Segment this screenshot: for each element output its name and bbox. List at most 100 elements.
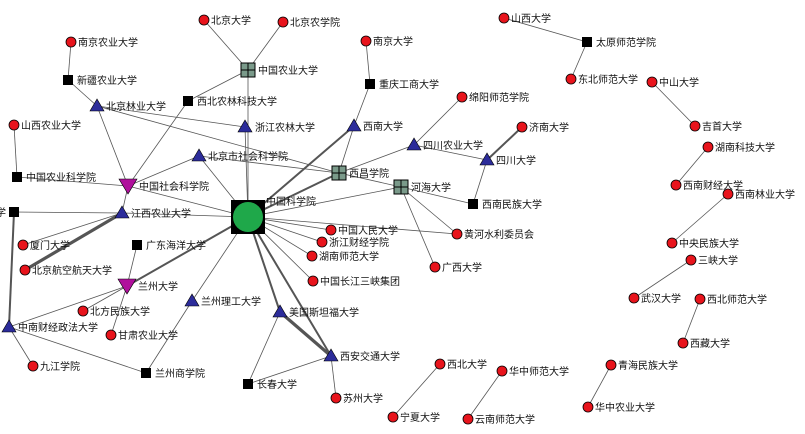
node-label: 甘肃农业大学	[118, 329, 178, 342]
node-xbnl[interactable]: 西北农林科技大学	[183, 95, 277, 108]
node-zgcj[interactable]: 中国长江三峡集团	[307, 275, 400, 288]
node-bjhk[interactable]: 北京航空航天大学	[19, 264, 112, 277]
node-xzdx[interactable]: 西藏大学	[677, 337, 730, 350]
edge-njdx-cqgs	[365, 40, 371, 85]
node-zgnky[interactable]: 中国农业科学院	[12, 171, 96, 184]
node-ynss[interactable]: 云南师范大学	[462, 413, 535, 426]
node-xcxy[interactable]: 西昌学院	[331, 165, 389, 181]
node-sxnd[interactable]: 山西农业大学	[8, 119, 81, 132]
edge-jxnd-xmdx	[22, 212, 123, 246]
triangle-node-icon	[89, 98, 105, 112]
node-bjskxy[interactable]: 北京市社会科学院	[191, 148, 288, 163]
node-bfmz[interactable]: 北方民族大学	[77, 305, 150, 318]
node-zymz[interactable]: 中央民族大学	[666, 237, 739, 250]
square-node-icon	[141, 368, 151, 378]
node-cqgs[interactable]: 重庆工商大学	[365, 78, 439, 91]
node-njdx[interactable]: 南京大学	[360, 35, 413, 48]
node-xjnd[interactable]: 新疆农业大学	[63, 74, 137, 87]
edge-hhdx-gxdx	[400, 186, 436, 268]
node-zgny[interactable]: 中国农业大学	[240, 62, 318, 78]
node-label: 兰州理工大学	[201, 295, 261, 308]
node-label: 北京大学	[211, 14, 251, 27]
node-zjnl[interactable]: 浙江农林大学	[237, 119, 315, 134]
node-szdx[interactable]: 苏州大学	[330, 392, 383, 405]
node-gsnd[interactable]: 甘肃农业大学	[105, 329, 178, 342]
node-xnmz[interactable]: 西南民族大学	[468, 198, 542, 211]
node-zsdx[interactable]: 中山大学	[646, 76, 699, 89]
node-label: 武汉大学	[641, 292, 681, 305]
edge-zgsky-bjskxy	[127, 155, 200, 187]
node-label: 西藏大学	[690, 337, 730, 350]
node-scdx[interactable]: 四川大学	[479, 152, 536, 167]
node-bjnxy[interactable]: 北京农学院	[277, 16, 340, 29]
node-jjxy[interactable]: 九江学院	[27, 360, 80, 373]
node-whdx[interactable]: 武汉大学	[628, 292, 681, 305]
node-label: 中山大学	[659, 76, 699, 89]
node-sxdx[interactable]: 山西大学	[498, 12, 551, 25]
square-node-icon	[468, 199, 478, 209]
grid-square-node-icon	[393, 179, 409, 195]
node-nxdx[interactable]: 宁夏大学	[387, 411, 440, 424]
node-bjdx[interactable]: 北京大学	[198, 14, 251, 27]
node-label: 北京农学院	[290, 16, 340, 29]
node-xmdx[interactable]: 厦门大学	[17, 239, 70, 252]
node-jsdx[interactable]: 吉首大学	[689, 120, 742, 133]
node-dbss[interactable]: 东北师范大学	[565, 73, 638, 86]
circle-node-icon	[77, 305, 89, 317]
node-tyss[interactable]: 太原师范学院	[582, 36, 656, 49]
node-bjly[interactable]: 北京林业大学	[89, 98, 166, 113]
node-label: 中央民族大学	[679, 237, 739, 250]
node-hhslw[interactable]: 黄河水利委员会	[451, 228, 534, 241]
node-scnd[interactable]: 四川农业大学	[406, 137, 483, 152]
node-label: 西北师范大学	[707, 293, 767, 306]
node-label: 厦门大学	[30, 239, 70, 252]
node-label: 中国农业大学	[258, 64, 318, 77]
node-jndx[interactable]: 济南大学	[516, 121, 569, 134]
node-hzss[interactable]: 华中师范大学	[496, 365, 569, 378]
node-lzdx[interactable]: 兰州大学	[117, 278, 178, 295]
node-label: 湖南师范大学	[319, 250, 379, 263]
node-label: 中国社会科学院	[139, 180, 209, 193]
triangle-node-icon	[406, 137, 422, 151]
node-ccdx[interactable]: 长春大学	[243, 378, 297, 391]
node-mgstf[interactable]: 美国斯坦福大学	[272, 304, 359, 319]
node-gxdx[interactable]: 广西大学	[429, 261, 482, 274]
node-njnd[interactable]: 南京农业大学	[65, 36, 138, 49]
node-xbdx[interactable]: 西北大学	[434, 358, 487, 371]
node-label: 黄河水利委员会	[464, 228, 534, 241]
node-xnly[interactable]: 西南林业大学	[722, 188, 795, 201]
node-hhdx[interactable]: 河海大学	[393, 179, 451, 195]
triangle-node-icon	[479, 152, 495, 166]
node-label: 苏州大学	[343, 392, 383, 405]
node-label: 南京大学	[373, 35, 413, 48]
node-xbss[interactable]: 西北师范大学	[694, 293, 767, 306]
node-qhmz[interactable]: 青海民族大学	[605, 359, 678, 372]
square-node-icon	[12, 172, 22, 182]
node-nmgcj[interactable]: 内蒙古财经大学	[0, 206, 19, 219]
node-xndx[interactable]: 西南大学	[346, 118, 403, 133]
node-zjcj[interactable]: 浙江财经学院	[316, 236, 389, 249]
node-zgsky[interactable]: 中国社会科学院	[118, 178, 209, 195]
node-zgrm[interactable]: 中国人民大学	[325, 224, 398, 237]
node-lzsx[interactable]: 兰州商学院	[141, 367, 205, 380]
node-label: 兰州商学院	[155, 367, 205, 380]
circle-node-icon	[702, 141, 714, 153]
node-myss[interactable]: 绵阳师范学院	[456, 91, 529, 104]
edge-xcxy-hhdx	[338, 172, 402, 188]
node-hub[interactable]: 中国科学院	[231, 195, 316, 234]
node-gdhy[interactable]: 广东海洋大学	[132, 239, 206, 252]
node-hnkj[interactable]: 湖南科技大学	[702, 141, 775, 154]
node-znzf[interactable]: 中南财经政法大学	[1, 319, 98, 334]
square-node-icon	[365, 79, 375, 89]
edge-znzf-jjxy	[8, 326, 34, 367]
node-sxdx3[interactable]: 三峡大学	[685, 254, 738, 267]
node-hnss[interactable]: 湖南师范大学	[306, 250, 379, 263]
circle-node-icon	[330, 392, 342, 404]
node-lzlg[interactable]: 兰州理工大学	[184, 293, 261, 308]
edge-lzlg-lzsx	[145, 300, 193, 374]
node-xajt[interactable]: 西安交通大学	[323, 348, 400, 363]
node-hznd[interactable]: 华中农业大学	[582, 401, 655, 414]
edge-mgstf-xajt	[278, 310, 333, 358]
node-jxnd[interactable]: 江西农业大学	[114, 205, 191, 220]
